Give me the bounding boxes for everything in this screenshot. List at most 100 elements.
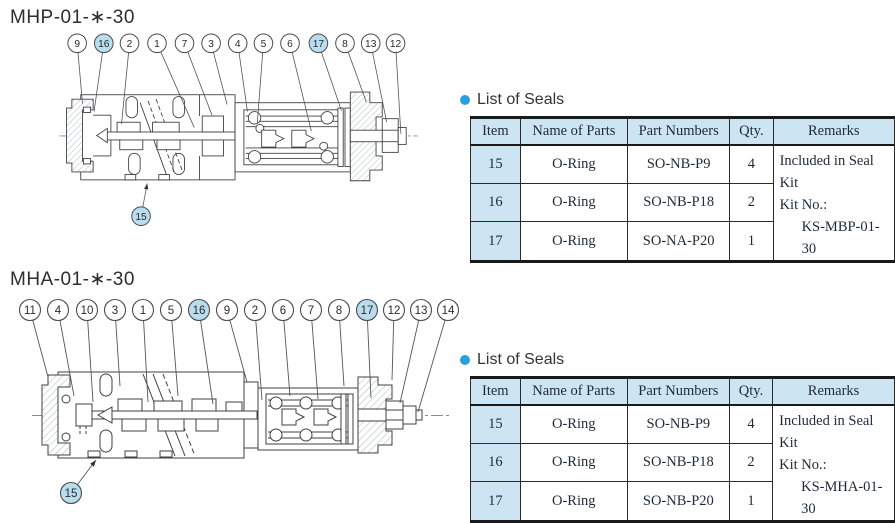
balloon-number: 5 — [168, 305, 174, 317]
table-cell-remarks: Included in Seal Kit Kit No.: KS-MHA-01-… — [772, 404, 895, 522]
balloon-15 — [59, 481, 83, 505]
table-cell: 16 — [470, 443, 521, 483]
balloon-1 — [147, 33, 167, 54]
balloon-number: 16 — [98, 39, 110, 50]
table-header-cell: Qty. — [729, 117, 774, 146]
balloon-number: 12 — [388, 305, 401, 317]
balloon-9 — [215, 298, 239, 322]
seals-table-mha: Item Name of Parts Part Numbers Qty. Rem… — [470, 376, 895, 523]
table-cell: SO-NB-P20 — [626, 481, 730, 522]
table-cell: SO-NB-P18 — [626, 443, 730, 483]
balloon-8 — [335, 33, 355, 54]
table-header-cell: Part Numbers — [626, 377, 730, 406]
table-row: 16 O-Ring SO-NB-P18 2 — [470, 443, 895, 483]
table-header-row: Item Name of Parts Part Numbers Qty. Rem… — [470, 117, 895, 146]
balloon-4 — [227, 33, 248, 54]
balloon-number: 9 — [74, 39, 80, 50]
balloon-13 — [409, 298, 433, 322]
balloon-number: 2 — [127, 39, 133, 50]
balloon-2 — [119, 33, 140, 54]
balloon-number: 7 — [308, 305, 314, 317]
table-cell: SO-NB-P9 — [627, 144, 731, 185]
balloon-17 — [308, 33, 329, 54]
table-row: 15 O-Ring SO-NB-P9 4 Included in Seal Ki… — [470, 404, 895, 522]
table-header-cell: Remarks — [772, 117, 895, 146]
remarks-line: Included in Seal Kit — [779, 153, 874, 191]
table-cell: 4 — [729, 144, 774, 185]
table-cell: 2 — [728, 443, 774, 483]
balloon-15 — [131, 206, 151, 227]
balloon-number: 15 — [65, 488, 78, 500]
balloon-number: 3 — [208, 39, 214, 50]
balloon-number: 13 — [415, 305, 428, 317]
table-cell: SO-NA-P20 — [627, 221, 731, 262]
balloon-5 — [253, 33, 274, 54]
balloon-17 — [355, 298, 379, 322]
valve-cross-section-mha — [32, 371, 452, 459]
balloon-16 — [187, 298, 211, 322]
table-header-cell: Item — [470, 377, 521, 406]
table-cell: O-Ring — [519, 443, 628, 483]
table-header-cell: Item — [470, 117, 521, 146]
table-cell: O-Ring — [519, 481, 628, 522]
balloon-12 — [382, 298, 406, 322]
seals-heading-label: List of Seals — [477, 351, 565, 368]
balloon-number: 8 — [336, 305, 342, 317]
balloon-number: 10 — [81, 305, 94, 317]
table-header-cell: Qty. — [728, 377, 774, 406]
balloon-14 — [436, 298, 460, 322]
balloon-1 — [131, 298, 155, 322]
table-cell: 1 — [729, 221, 774, 262]
balloon-number: 11 — [24, 305, 36, 317]
seals-table-mhp: Item Name of Parts Part Numbers Qty. Rem… — [470, 116, 895, 263]
balloon-number: 16 — [193, 305, 206, 317]
table-cell: 17 — [470, 221, 521, 262]
table-row: 15 O-Ring SO-NB-P9 4 Included in Seal Ki… — [470, 144, 895, 262]
catalog-page: { "colors": { "balloon_fill": "#b9dcef",… — [10, 7, 895, 523]
balloon-13 — [360, 33, 381, 54]
balloon-number: 6 — [280, 305, 286, 317]
balloon-4 — [46, 298, 70, 322]
balloon-number: 1 — [140, 305, 146, 317]
table-cell: O-Ring — [519, 183, 629, 223]
model-title-mha: MHA-01-∗-30 — [10, 269, 135, 290]
remarks-line: KS-MBP-01-30 — [801, 219, 880, 257]
balloon-number: 15 — [135, 212, 147, 223]
balloon-number: 4 — [55, 305, 62, 317]
table-cell: 15 — [470, 144, 521, 185]
balloon-3 — [201, 33, 221, 54]
balloon-7 — [174, 33, 195, 54]
balloon-8 — [327, 298, 351, 322]
table-cell: O-Ring — [519, 221, 629, 262]
balloon-10 — [75, 298, 99, 322]
balloon-12 — [385, 33, 406, 54]
remarks-line: Kit No.: — [779, 457, 827, 473]
balloon-2 — [243, 298, 267, 322]
table-cell: 17 — [470, 481, 521, 522]
table-row: 17 O-Ring SO-NA-P20 1 — [470, 221, 895, 262]
balloon-number: 7 — [182, 39, 188, 50]
table-header-cell: Part Numbers — [627, 117, 731, 146]
balloon-number: 14 — [442, 305, 455, 317]
seals-heading-label: List of Seals — [477, 91, 565, 108]
table-header-cell: Name of Parts — [519, 377, 628, 406]
balloon-number: 4 — [235, 39, 241, 50]
balloon-7 — [299, 298, 323, 322]
balloon-number: 1 — [154, 39, 160, 50]
balloon-number: 5 — [261, 39, 267, 50]
balloon-number: 13 — [365, 39, 377, 50]
table-cell: 15 — [470, 404, 521, 445]
balloon-16 — [93, 33, 114, 54]
bullet-icon — [460, 355, 470, 365]
table-cell: 16 — [470, 183, 521, 223]
balloon-11 — [18, 298, 42, 322]
balloon-9 — [67, 33, 87, 54]
table-header-cell: Name of Parts — [519, 117, 629, 146]
table-header-cell: Remarks — [772, 377, 895, 406]
balloon-3 — [103, 298, 127, 322]
table-cell: O-Ring — [519, 144, 629, 185]
bullet-icon — [460, 95, 470, 105]
table-cell: SO-NB-P9 — [626, 404, 730, 445]
